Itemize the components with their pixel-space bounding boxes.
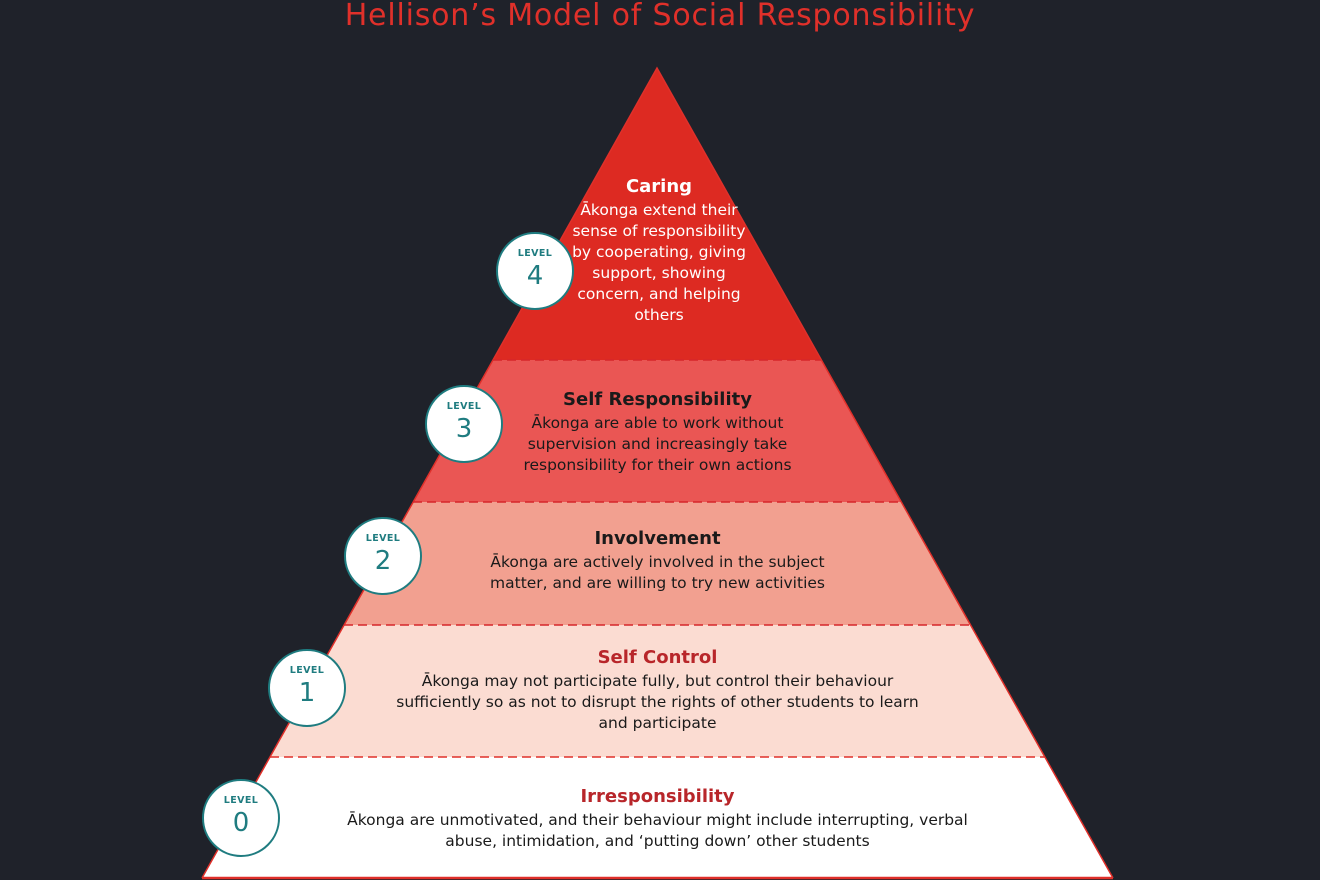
level-badge-label: LEVEL [289,665,325,676]
level-3-content: Self Responsibility Ākonga are able to w… [500,389,815,476]
level-4-title: Caring [625,176,693,197]
level-badge-number: 3 [455,414,473,444]
level-badge-number: 4 [526,261,544,291]
level-1-title: Self Control [597,647,718,668]
level-2-description: Ākonga are actively involved in the subj… [490,553,825,592]
level-badge-label: LEVEL [446,401,482,412]
level-2-title: Involvement [594,528,721,549]
level-0-description: Ākonga are unmotivated, and their behavi… [347,811,968,850]
level-badge-label: LEVEL [365,533,401,544]
level-1-content: Self Control Ākonga may not participate … [385,647,930,734]
level-3-description: Ākonga are able to work without supervis… [523,414,792,474]
level-4-badge: LEVEL 4 [496,232,574,310]
level-badge-number: 1 [298,678,316,708]
pyramid-band-level-0 [202,757,1113,878]
level-badge-label: LEVEL [223,795,259,806]
pyramid-band-level-2 [344,502,970,625]
level-0-content: Irresponsibility Ākonga are unmotivated,… [330,786,985,852]
level-2-badge: LEVEL 2 [344,517,422,595]
level-3-badge: LEVEL 3 [425,385,503,463]
pyramid-band-level-3 [413,360,901,502]
level-badge-number: 0 [232,808,250,838]
level-3-title: Self Responsibility [563,389,752,410]
level-1-description: Ākonga may not participate fully, but co… [396,672,919,732]
level-badge-number: 2 [374,546,392,576]
diagram-title: Hellison’s Model of Social Responsibilit… [344,0,976,33]
pyramid-band-level-4 [493,68,821,360]
pyramid-band-level-1 [270,625,1045,757]
level-4-content: Caring Ākonga extend their sense of resp… [570,176,748,326]
pyramid-outline [201,66,1114,879]
level-4-description: Ākonga extend their sense of responsibil… [572,201,746,324]
level-0-title: Irresponsibility [580,786,735,807]
level-0-badge: LEVEL 0 [202,779,280,857]
level-1-badge: LEVEL 1 [268,649,346,727]
level-badge-label: LEVEL [517,248,553,259]
level-2-content: Involvement Ākonga are actively involved… [460,528,855,594]
